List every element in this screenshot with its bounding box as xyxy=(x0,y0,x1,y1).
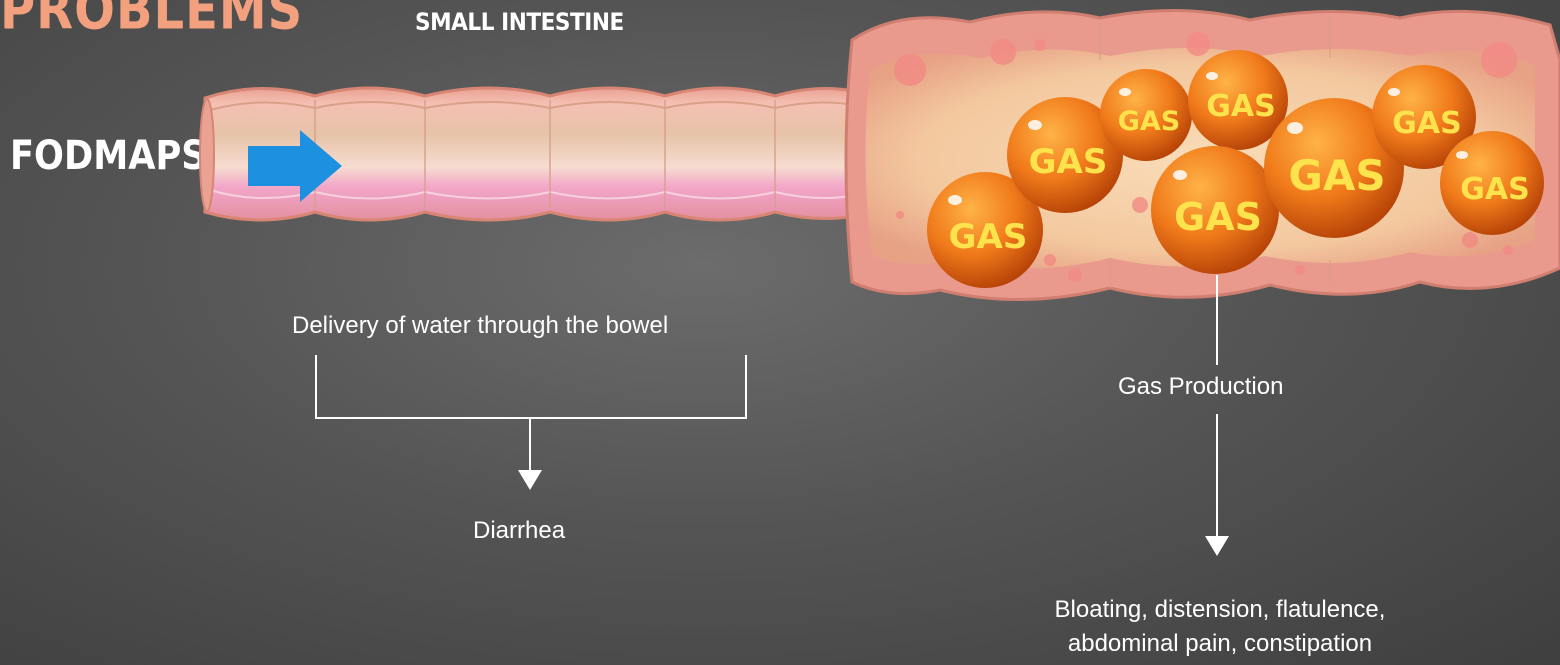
svg-text:GAS: GAS xyxy=(1460,172,1529,207)
svg-text:GAS: GAS xyxy=(1206,89,1275,124)
symptoms-line-1: Bloating, distension, flatulence, xyxy=(990,593,1450,627)
gas-bubble: GAS xyxy=(1100,69,1192,161)
gas-bubble: GAS xyxy=(1440,131,1544,235)
symptoms-arrowhead-icon xyxy=(1205,536,1229,556)
symptoms-line-2: abdominal pain, constipation xyxy=(990,627,1450,661)
svg-text:GAS: GAS xyxy=(1174,195,1262,239)
svg-text:GAS: GAS xyxy=(949,217,1028,257)
svg-text:GAS: GAS xyxy=(1029,142,1108,182)
diarrhea-arrowhead-icon xyxy=(518,470,542,490)
gas-production-label: Gas Production xyxy=(1118,373,1283,401)
diarrhea-bracket xyxy=(316,355,746,473)
svg-text:GAS: GAS xyxy=(1118,106,1181,137)
gas-bubble: GAS xyxy=(1151,146,1279,274)
svg-text:GAS: GAS xyxy=(1392,106,1461,141)
delivery-label: Delivery of water through the bowel xyxy=(292,312,668,340)
diarrhea-label: Diarrhea xyxy=(473,517,565,545)
symptoms-label: Bloating, distension, flatulence, abdomi… xyxy=(990,593,1450,661)
svg-text:GAS: GAS xyxy=(1288,151,1385,200)
